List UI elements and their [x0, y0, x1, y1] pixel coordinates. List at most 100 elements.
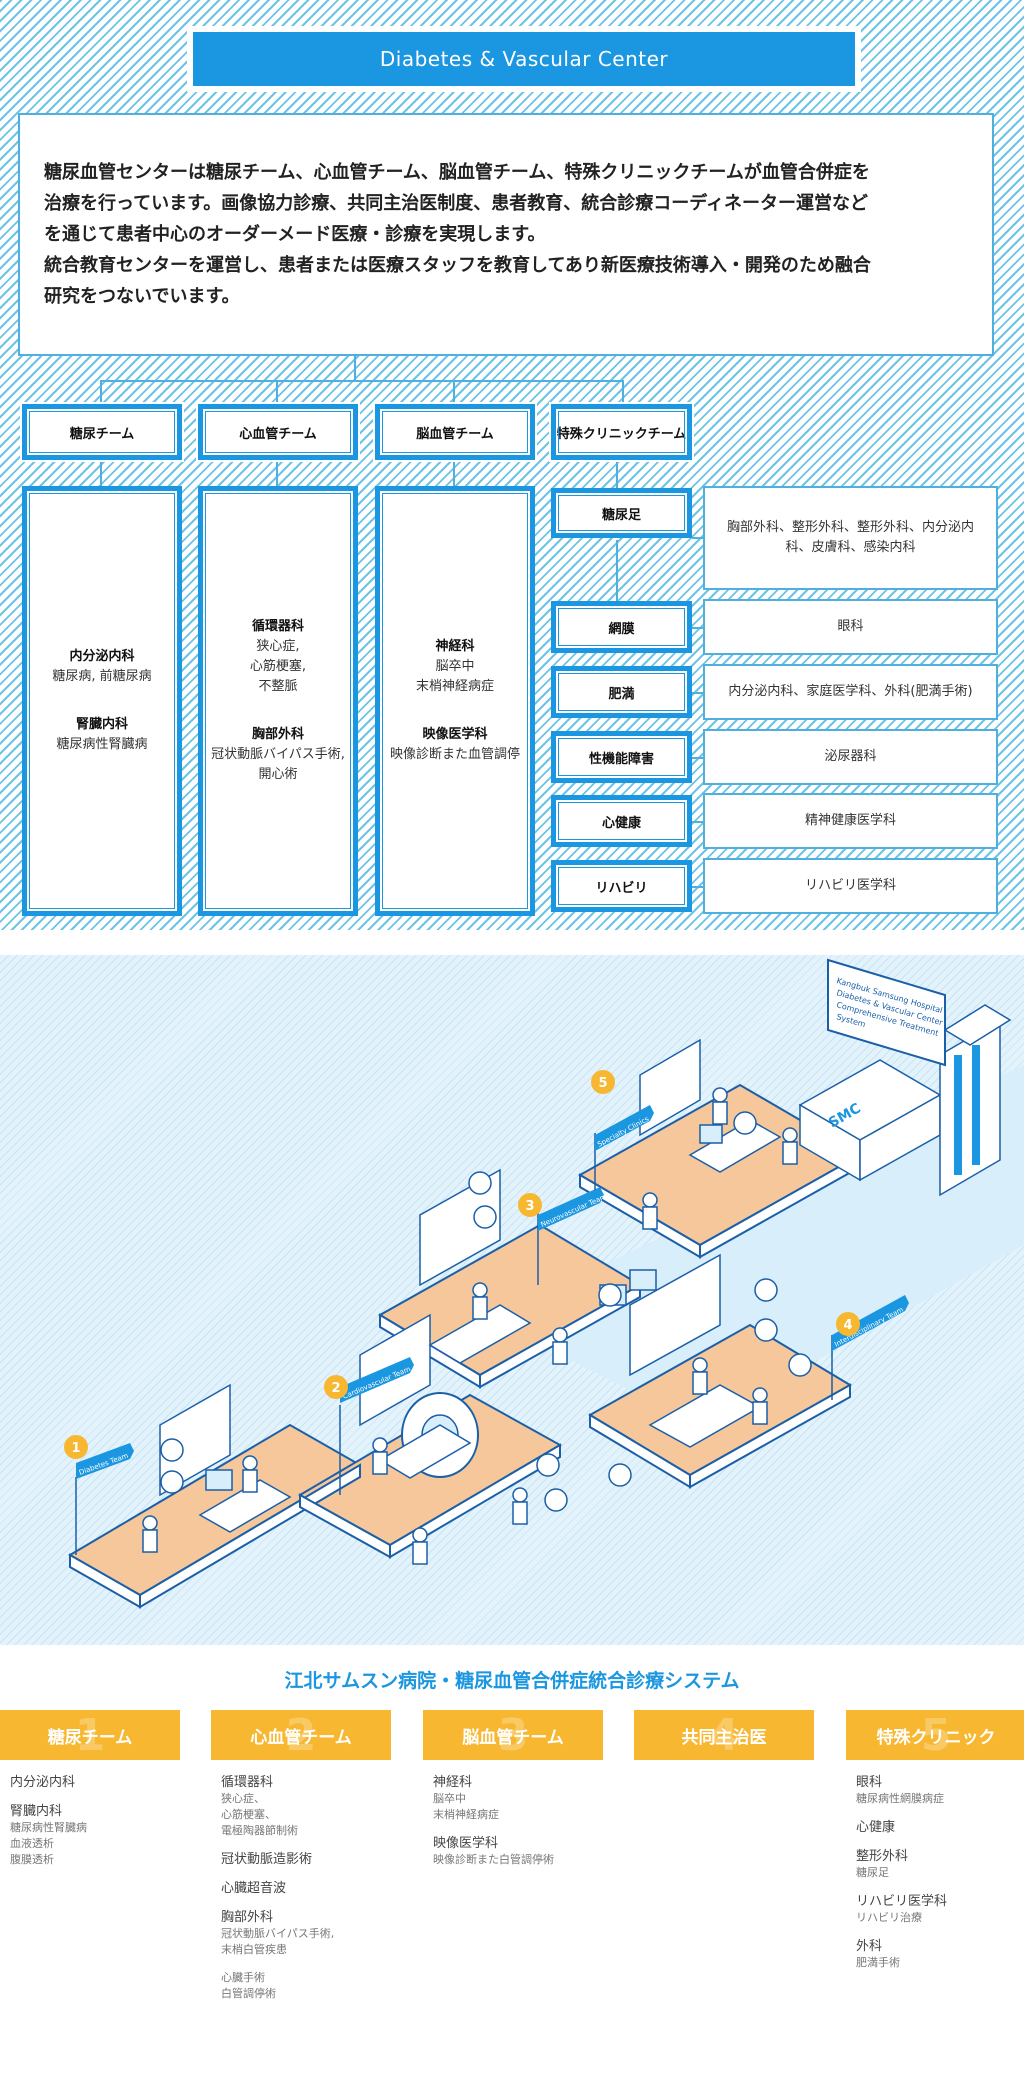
- summary-item: 心筋梗塞、: [221, 1808, 276, 1821]
- team-header-diabetes: 糖尿チーム: [20, 402, 184, 462]
- title-banner: Diabetes & Vascular Center: [187, 26, 861, 92]
- clinic-dept-obesity: 内分泌内科、家庭医学科、外科(肥満手術): [703, 664, 998, 720]
- clinic-dept-diabetic-foot: 胸部外科、整形外科、整形外科、内分泌内科、皮膚科、感染内科: [703, 486, 998, 590]
- summary-dept: 胸部外科: [221, 1910, 274, 1925]
- summary-entry: 冠状動脈造影術: [221, 1851, 391, 1868]
- connector-line: [616, 540, 618, 604]
- team-column-cerebrovascular: 神経科 脳卒中 末梢神経病症 映像医学科 映像診断また血管調停: [375, 486, 535, 916]
- connector-line: [354, 356, 356, 380]
- clinic-dept-sexual-dysfunction: 泌尿器科: [703, 729, 998, 785]
- team-column-cardiovascular: 循環器科 狭心症, 心筋梗塞, 不整脈 胸部外科 冠状動脈バイパス手術, 開心術: [198, 486, 358, 916]
- summary-item: 腹膜透析: [10, 1853, 54, 1866]
- marker-number: 2: [331, 1381, 340, 1396]
- summary-dept: 冠状動脈造影術: [221, 1852, 313, 1867]
- summary-entry: 神経科脳卒中末梢神経病症: [433, 1774, 603, 1823]
- org-diagram: Diabetes & Vascular Center 糖尿血管センターは糖尿チー…: [0, 0, 1024, 930]
- dept-disease: 不整脈: [258, 679, 298, 694]
- summary-team-name: 糖尿チーム: [47, 1727, 133, 1748]
- summary-dept: 内分泌内科: [10, 1775, 76, 1790]
- summary-entry: 心臓超音波: [221, 1880, 391, 1897]
- system-title: 江北サムスン病院・糖尿血管合併症統合診療システム: [284, 1670, 740, 1692]
- marker-number: 3: [525, 1199, 534, 1214]
- summary-number: 1: [74, 1710, 106, 1760]
- summary-dept: 眼科: [856, 1775, 883, 1790]
- summary-entry: 循環器科狭心症、心筋梗塞、電極陶器節制術: [221, 1774, 391, 1839]
- billboard: Kangbuk Samsung Hospital Diabetes & Vasc…: [827, 958, 946, 1067]
- dept-disease: 狭心症,: [256, 639, 300, 654]
- summary-dept: 腎臓内科: [10, 1804, 63, 1819]
- dept-name: 循環器科: [251, 619, 304, 634]
- summary-dept: 整形外科: [856, 1849, 909, 1864]
- summary-item: 電極陶器節制術: [221, 1824, 298, 1837]
- summary-team-name: 心血管チーム: [250, 1727, 352, 1748]
- summary-item: リハビリ治療: [856, 1911, 922, 1924]
- summary-list: [634, 1760, 814, 1774]
- summary-entry: 胸部外科冠状動脈バイパス手術,末梢白管疾患: [221, 1909, 391, 1958]
- summary-item: 末梢神経病症: [433, 1808, 499, 1821]
- connector-line: [692, 627, 704, 629]
- page-title: Diabetes & Vascular Center: [193, 32, 855, 86]
- mri-machine: [378, 1392, 479, 1479]
- marker-number: 5: [598, 1076, 607, 1091]
- dept-disease: 開心術: [258, 767, 298, 782]
- illustration-svg: SMC Kangbuk Samsung Hospital Diabetes & …: [64, 958, 1024, 1609]
- connector-line: [100, 460, 102, 488]
- summary-entry: 内分泌内科: [10, 1774, 180, 1791]
- description-line: 統合教育センターを運営し、患者または医療スタッフを教育してあり新医療技術導入・開…: [44, 255, 871, 276]
- connector-line: [692, 692, 704, 694]
- clinic-label-retina: 網膜: [551, 601, 692, 653]
- summary-team-name: 共同主治医: [681, 1727, 767, 1748]
- summary-entry: 腎臓内科糖尿病性腎臓病血液透析腹膜透析: [10, 1803, 180, 1868]
- connector-line: [692, 537, 704, 539]
- dept-disease: 糖尿病, 前糖尿病: [52, 669, 152, 684]
- summary-dept: 外科: [856, 1939, 883, 1954]
- isometric-illustration: SMC Kangbuk Samsung Hospital Diabetes & …: [0, 955, 1024, 1645]
- marker-number: 4: [843, 1318, 852, 1333]
- wall-interdisciplinary: [629, 1253, 721, 1377]
- summary-list: 内分泌内科腎臓内科糖尿病性腎臓病血液透析腹膜透析: [0, 1760, 180, 1868]
- clinic-dept-rehab: リハビリ医学科: [703, 858, 998, 914]
- dept-disease: 脳卒中: [435, 659, 475, 674]
- connector-line: [100, 380, 102, 406]
- dept-disease: 糖尿病性腎臓病: [56, 737, 148, 752]
- summary-entry: 整形外科糖尿足: [856, 1848, 1024, 1881]
- summary-item: 白管調停術: [221, 1987, 276, 2000]
- wall-specialty: [639, 1038, 701, 1137]
- summary-entry: 眼科糖尿病性網膜病症: [856, 1774, 1024, 1807]
- summary-item: 糖尿足: [856, 1866, 889, 1879]
- dept-name: 映像医学科: [422, 727, 488, 742]
- dept-name: 内分泌内科: [69, 649, 135, 664]
- clinic-label-diabetic-foot: 糖尿足: [551, 488, 692, 538]
- summary-item: 心臓手術: [221, 1971, 265, 1984]
- clinic-dept-mental-health: 精神健康医学科: [703, 793, 998, 849]
- summary-entry: 心健康: [856, 1819, 1024, 1836]
- description-line: 糖尿血管センターは糖尿チーム、心血管チーム、脳血管チーム、特殊クリニックチームが…: [44, 162, 870, 183]
- wall-diabetes: [159, 1383, 231, 1497]
- summary-dept: 神経科: [433, 1775, 473, 1790]
- clinic-label-sexual-dysfunction: 性機能障害: [551, 731, 692, 783]
- team-header-cerebrovascular: 脳血管チーム: [373, 402, 537, 462]
- team-header-specialty-clinic: 特殊クリニックチーム: [549, 402, 694, 462]
- summary-dept: 映像医学科: [433, 1836, 499, 1851]
- hospital-buildings: [798, 1004, 1012, 1197]
- summary-list: 眼科糖尿病性網膜病症心健康整形外科糖尿足リハビリ医学科リハビリ治療外科肥満手術: [846, 1760, 1024, 1971]
- clinic-label-mental-health: 心健康: [551, 795, 692, 847]
- description-line: を通じて患者中心のオーダーメード医療・診療を実現します。: [44, 224, 546, 245]
- summary-dept: リハビリ医学科: [856, 1894, 948, 1909]
- description-box: 糖尿血管センターは糖尿チーム、心血管チーム、脳血管チーム、特殊クリニックチームが…: [18, 113, 994, 356]
- summary-item: 糖尿病性網膜病症: [856, 1792, 944, 1805]
- summary-list: 循環器科狭心症、心筋梗塞、電極陶器節制術冠状動脈造影術心臓超音波胸部外科冠状動脈…: [211, 1760, 391, 2002]
- description-line: 治療を行っています。画像協力診療、共同主治医制度、患者教育、統合診療コーディネー…: [44, 193, 869, 214]
- summary-entry: リハビリ医学科リハビリ治療: [856, 1893, 1024, 1926]
- summary-number: 2: [285, 1710, 317, 1760]
- connector-line: [453, 460, 455, 488]
- summary-dept: 循環器科: [221, 1775, 274, 1790]
- connector-line: [692, 821, 704, 823]
- wall-neuro: [419, 1168, 501, 1287]
